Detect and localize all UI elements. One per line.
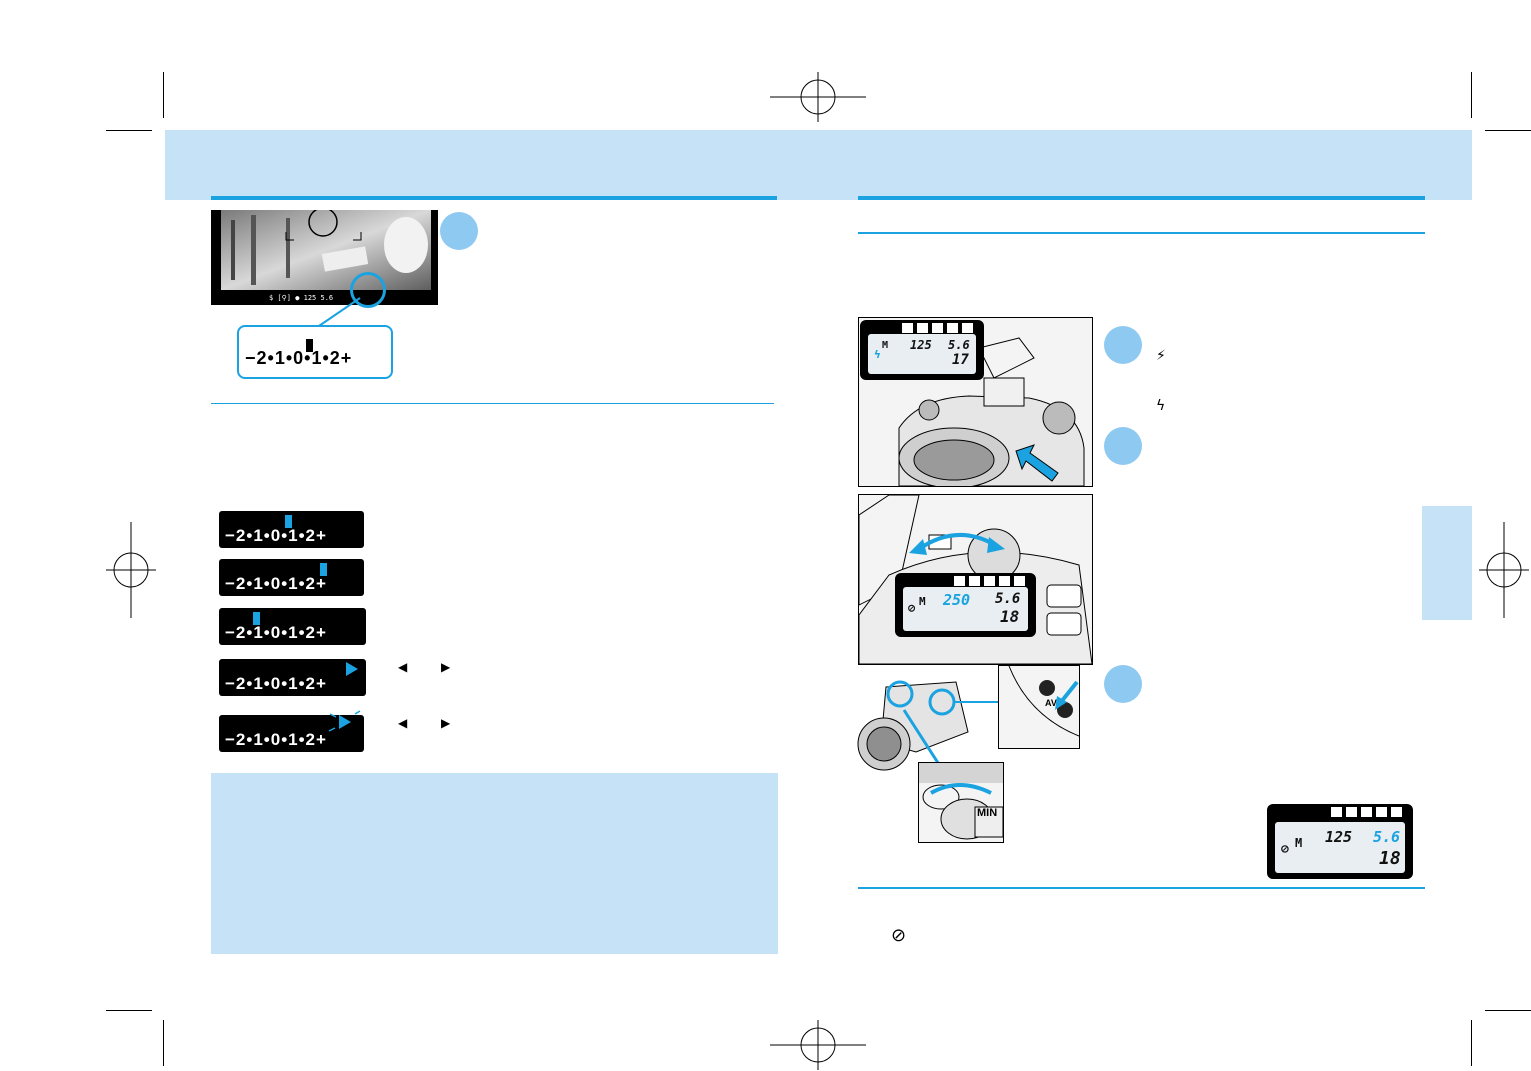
section-tab [1422, 506, 1472, 620]
lcd-counter: 18 [1000, 607, 1020, 626]
right-arrow-icon: ▶ [441, 716, 451, 730]
step-circle-1 [1104, 326, 1142, 364]
left-arrow-icon: ◀ [398, 716, 408, 730]
exposure-scale-3: −2•1•0•1•2+ [219, 608, 366, 645]
lcd-screen: ⊘ M 125 5.6 18 [1275, 822, 1405, 873]
lcd-screen: ⊘ M 250 5.6 18 [903, 587, 1028, 631]
exposure-scale-5: −2•1•0•1•2+ [219, 710, 364, 752]
exposure-scale-indicator [253, 612, 260, 625]
lcd-panel-bottom: ⊘ M 125 5.6 18 [1267, 804, 1413, 879]
lcd-counter: 17 [952, 352, 969, 368]
viewfinder-info-strip: $ [⚲] ● 125 5.6 [269, 294, 334, 302]
lcd-panel-mid: ⊘ M 250 5.6 18 [895, 573, 1036, 637]
camera-photo-front [856, 672, 971, 772]
callout-scale-label: −2•1•0•1•2+ [245, 348, 353, 368]
left-arrow-icon: ◀ [398, 660, 408, 674]
exposure-scale-2: −2•1•0•1•2+ [219, 559, 364, 596]
lcd-mode-icons [1330, 806, 1403, 818]
blinking-arrow-icon [328, 710, 361, 732]
exposure-scale-indicator [285, 515, 292, 528]
step-circle-left [440, 212, 478, 250]
lcd-mode: M [882, 340, 889, 351]
lcd-shutter: 125 [910, 338, 932, 352]
callout-scale: −2•1•0•1•2+ [237, 325, 393, 379]
registration-mark [1479, 522, 1529, 618]
crop-mark [106, 1010, 152, 1011]
right-top-rule [858, 196, 1425, 200]
left-top-rule [211, 196, 777, 200]
exposure-scale-indicator [320, 563, 327, 576]
flash-popup-icon: ϟ [1156, 398, 1166, 414]
callout-line [315, 297, 361, 329]
av-label: AV [1045, 698, 1057, 708]
lcd-mode: M [919, 595, 926, 608]
dial-closeup: MIN [918, 762, 1004, 843]
exposure-scale-1: −2•1•0•1•2+ [219, 511, 364, 548]
note-box [211, 773, 778, 954]
registration-mark [106, 522, 156, 618]
lcd-flash-icon: ϟ [874, 348, 881, 361]
lcd-aperture: 5.6 [1373, 828, 1401, 846]
flash-button-closeup: AV [998, 665, 1080, 749]
highlight-circle [350, 272, 386, 308]
lcd-mode-icons [901, 322, 974, 334]
exposure-scale-label: −2•1•0•1•2+ [225, 574, 327, 593]
lcd-shutter: 125 [1325, 828, 1353, 846]
press-arrow-icon [1055, 680, 1079, 710]
step-circle-2 [1104, 427, 1142, 465]
crop-mark [1471, 72, 1472, 118]
crop-mark [1485, 1010, 1531, 1011]
lcd-counter: 18 [1379, 848, 1401, 869]
step-circle-3 [1104, 665, 1142, 703]
over-arrow-icon [346, 662, 358, 676]
lcd-flash-cancel-icon: ⊘ [1281, 842, 1289, 857]
lcd-mode: M [1295, 836, 1303, 850]
lcd-aperture: 5.6 [948, 338, 970, 352]
brand-text: MIN [977, 807, 998, 819]
right-bottom-rule [858, 887, 1425, 889]
exposure-scale-label: −2•1•0•1•2+ [225, 730, 327, 749]
callout-lines [902, 701, 998, 767]
exposure-scale-label: −2•1•0•1•2+ [225, 623, 327, 642]
registration-mark [770, 72, 866, 122]
right-arrow-icon: ▶ [441, 660, 451, 674]
crop-mark [163, 72, 164, 118]
lcd-aperture: 5.6 [995, 591, 1021, 607]
exposure-scale-4: −2•1•0•1•2+ [219, 659, 366, 696]
header-band [165, 130, 1472, 200]
lcd-mode-icons [953, 575, 1026, 587]
flash-cancel-icon: ⊘ [891, 925, 907, 946]
flash-on-icon: ⚡ [1156, 348, 1166, 364]
left-mid-rule [211, 403, 774, 404]
registration-mark [770, 1020, 866, 1070]
callout-scale-marker [306, 339, 313, 352]
right-sub-rule [858, 232, 1425, 234]
crop-mark [106, 130, 152, 131]
lcd-shutter: 250 [943, 591, 971, 609]
crop-mark [1471, 1020, 1472, 1066]
press-arrow-icon [1015, 444, 1059, 482]
crop-mark [1485, 130, 1531, 131]
exposure-scale-label: −2•1•0•1•2+ [225, 526, 327, 545]
lcd-flash-cancel-icon: ⊘ [908, 601, 916, 615]
rotate-dial-arrow-icon [909, 533, 1005, 555]
crop-mark [163, 1020, 164, 1066]
lcd-screen: M ϟ 125 5.6 17 [868, 334, 976, 374]
exposure-scale-label: −2•1•0•1•2+ [225, 674, 327, 693]
lcd-panel-top: M ϟ 125 5.6 17 [860, 320, 984, 380]
viewfinder-photo: $ [⚲] ● 125 5.6 [211, 210, 438, 305]
